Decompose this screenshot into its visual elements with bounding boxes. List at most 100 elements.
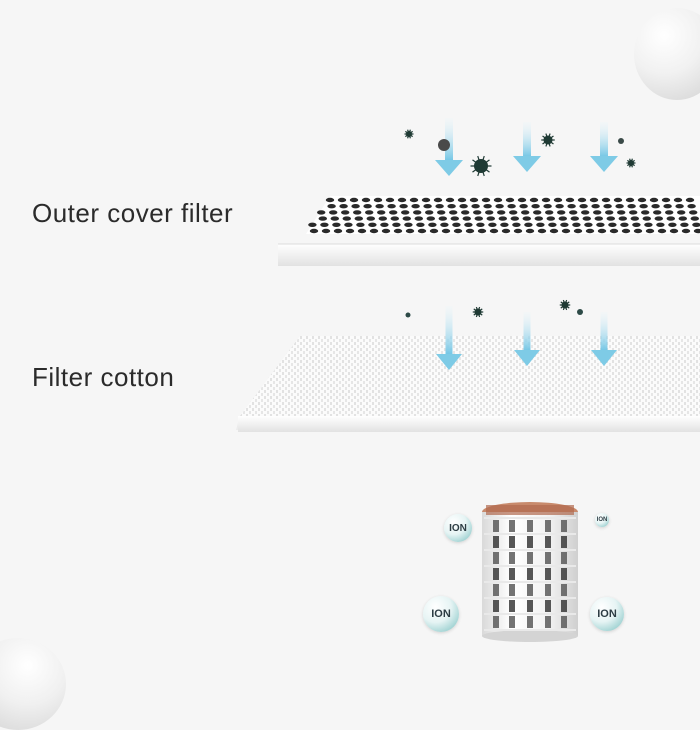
mesh-hole (462, 216, 471, 221)
mesh-hole (309, 228, 319, 234)
mesh-hole (521, 210, 530, 215)
mesh-hole (663, 204, 672, 209)
mesh-hole (397, 197, 407, 203)
mesh-hole (421, 197, 431, 203)
mesh-hole (560, 222, 569, 227)
mesh-hole (332, 222, 341, 227)
mesh-hole (423, 204, 432, 209)
mesh-hole (546, 216, 555, 221)
mesh-hole (390, 216, 399, 221)
mesh-hole (692, 222, 700, 227)
dust-particle (618, 138, 624, 144)
mesh-hole (453, 228, 463, 234)
mesh-hole (361, 197, 371, 203)
mesh-hole (657, 228, 667, 234)
mesh-hole (517, 197, 527, 203)
outer-filter-plate (278, 244, 700, 266)
mesh-hole (681, 228, 691, 234)
mesh-hole (349, 197, 359, 203)
airflow-arrow (514, 312, 540, 366)
mesh-hole (354, 216, 363, 221)
mesh-hole (378, 216, 387, 221)
cotton-plate (238, 416, 700, 432)
mesh-hole (606, 216, 615, 221)
mesh-hole (329, 210, 338, 215)
mesh-hole (633, 228, 643, 234)
mesh-hole (414, 216, 423, 221)
outer-cover-filter (278, 196, 700, 266)
dust-particle (405, 312, 411, 318)
mesh-hole (469, 197, 479, 203)
mesh-hole (507, 204, 516, 209)
mesh-hole (385, 197, 395, 203)
mesh-hole (627, 204, 636, 209)
mesh-hole (486, 216, 495, 221)
mesh-hole (437, 210, 446, 215)
mesh-hole (597, 228, 607, 234)
mesh-hole (579, 204, 588, 209)
mesh-hole (519, 204, 528, 209)
mesh-hole (522, 216, 531, 221)
mesh-hole (481, 197, 491, 203)
mesh-hole (567, 204, 576, 209)
mesh-hole (524, 222, 533, 227)
filter-cotton-label: Filter cotton (32, 362, 175, 392)
mesh-hole (549, 228, 559, 234)
mesh-hole (353, 210, 362, 215)
mesh-hole (613, 197, 623, 203)
dust-particle (577, 309, 583, 315)
mesh-hole (321, 228, 331, 234)
mesh-hole (351, 204, 360, 209)
filter-cotton (236, 336, 700, 432)
germ-particle (470, 155, 492, 177)
mesh-hole (493, 197, 503, 203)
mesh-hole (596, 222, 605, 227)
mesh-hole (582, 216, 591, 221)
mesh-hole (387, 204, 396, 209)
mesh-hole (438, 216, 447, 221)
dust-particles (404, 129, 636, 318)
mesh-hole (632, 222, 641, 227)
mesh-hole (666, 216, 675, 221)
mesh-hole (465, 228, 475, 234)
mesh-hole (433, 197, 443, 203)
mesh-hole (557, 210, 566, 215)
mesh-hole (392, 222, 401, 227)
decorative-sphere (634, 8, 700, 100)
mesh-hole (501, 228, 511, 234)
mesh-hole (533, 210, 542, 215)
germ-particle (472, 306, 484, 318)
mesh-hole (488, 222, 497, 227)
mesh-hole (308, 222, 317, 227)
ion-badge: ION (595, 513, 609, 527)
mesh-hole (621, 228, 631, 234)
mesh-hole (545, 210, 554, 215)
mesh-hole (625, 197, 635, 203)
mesh-hole (452, 222, 461, 227)
mesh-hole (669, 228, 679, 234)
mesh-hole (357, 228, 367, 234)
mesh-hole (417, 228, 427, 234)
mesh-hole (603, 204, 612, 209)
mesh-hole (531, 204, 540, 209)
mesh-hole (368, 222, 377, 227)
mesh-hole (537, 228, 547, 234)
mesh-hole (333, 228, 343, 234)
dust-particle (438, 139, 450, 151)
mesh-hole (495, 204, 504, 209)
mesh-hole (685, 197, 695, 203)
mesh-hole (687, 204, 696, 209)
mesh-hole (536, 222, 545, 227)
germ-particle (559, 299, 571, 311)
mesh-hole (459, 204, 468, 209)
mesh-hole (483, 204, 492, 209)
mesh-hole (665, 210, 674, 215)
mesh-hole (498, 216, 507, 221)
airflow-arrow (591, 312, 617, 366)
mesh-hole (426, 216, 435, 221)
mesh-hole (489, 228, 499, 234)
mesh-hole (693, 228, 700, 234)
mesh-hole (577, 197, 587, 203)
mesh-hole (337, 197, 347, 203)
mesh-hole (677, 210, 686, 215)
